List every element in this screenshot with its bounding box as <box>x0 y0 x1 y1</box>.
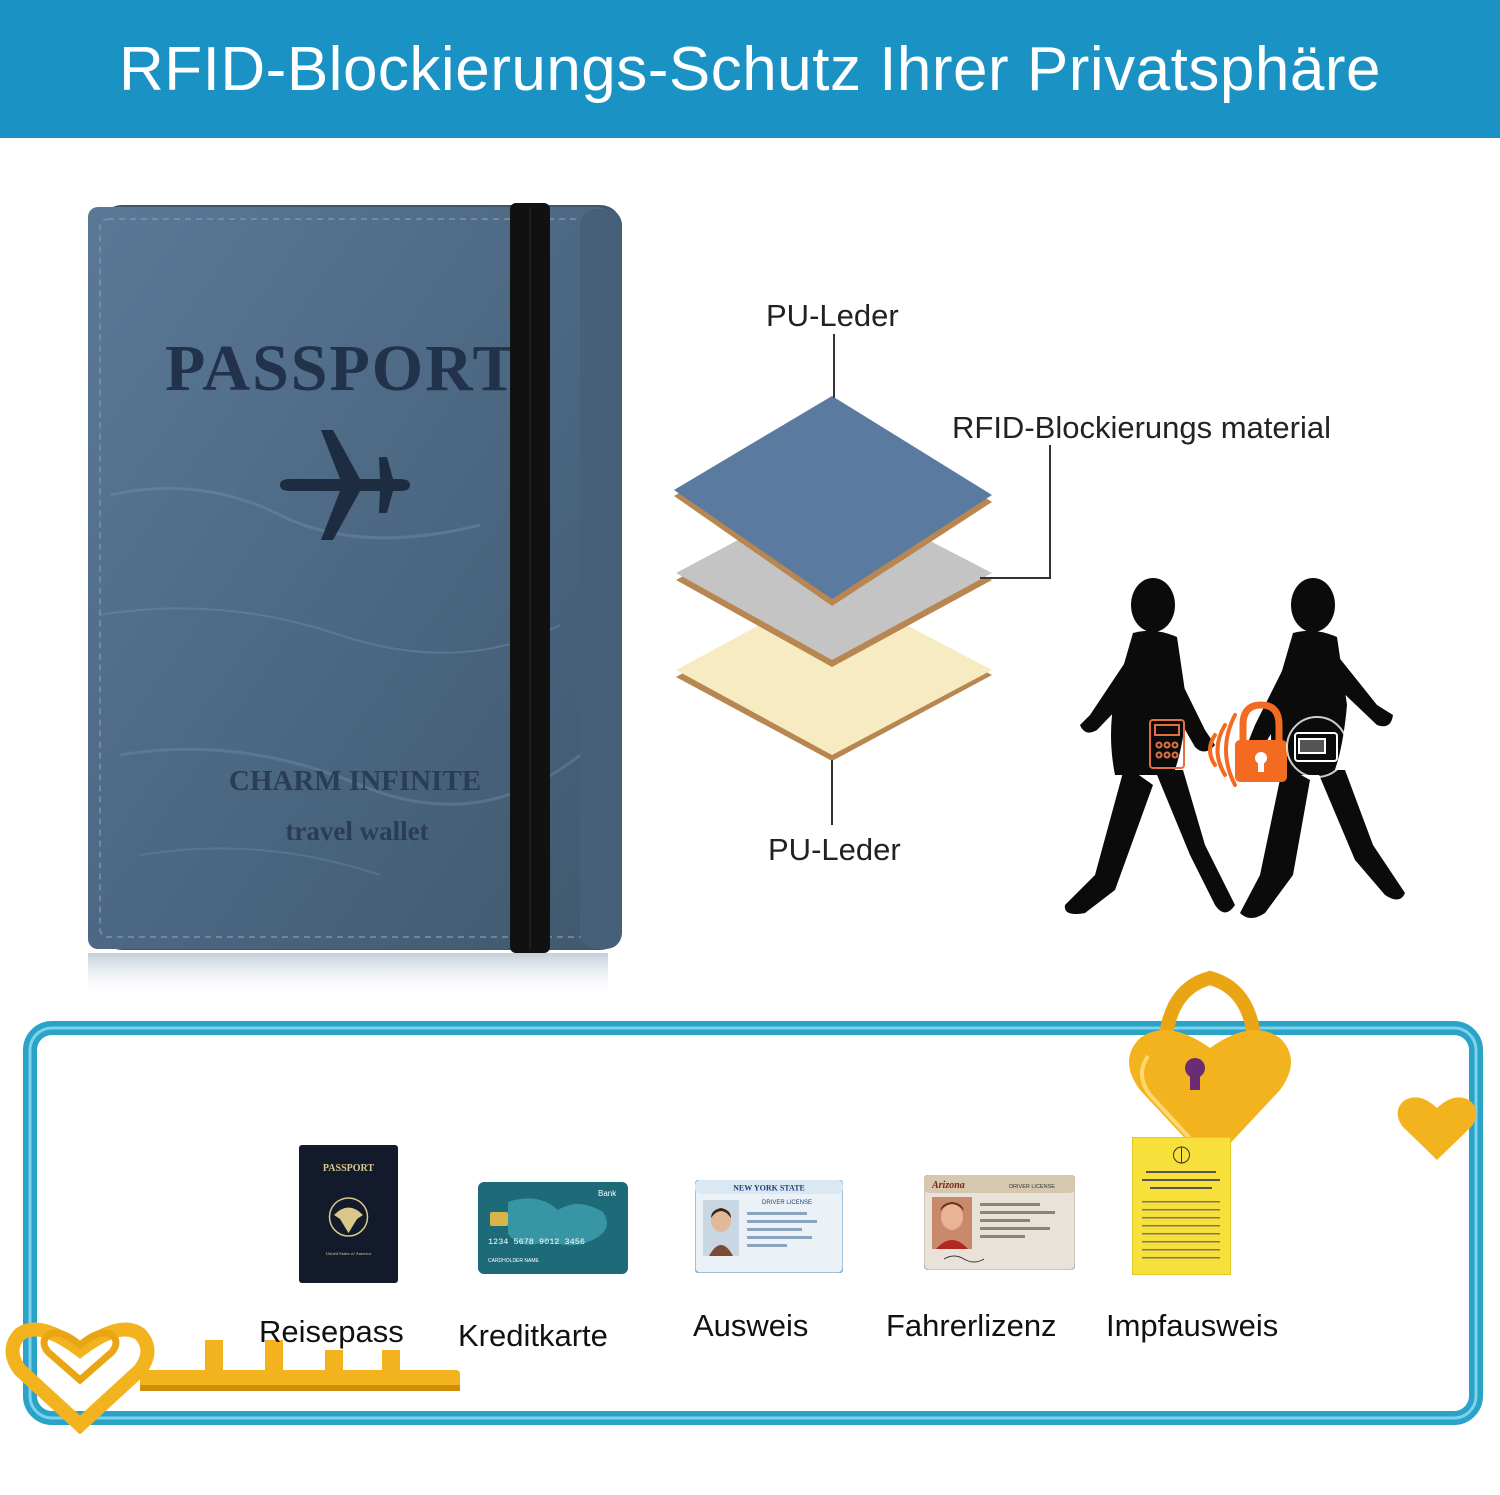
passport-card-title: PASSPORT <box>323 1163 374 1174</box>
label-top-pu-leather: PU-Leder <box>766 298 899 333</box>
label-kreditkarte: Kreditkarte <box>458 1318 608 1353</box>
id-card-type: DRIVER LICENSE <box>762 1200 812 1206</box>
id-photo-icon <box>703 1200 739 1256</box>
passport-card-subtitle: United States of America <box>326 1251 371 1256</box>
rfid-layer-diagram <box>674 334 1051 825</box>
credit-card-holder: CARDHOLDER NAME <box>488 1258 540 1264</box>
passport-wallet-image: PASSPORT CHARM INFINITE travel wallet <box>88 203 622 998</box>
heart-padlock-icon <box>1129 970 1291 1165</box>
wallet-subtitle: travel wallet <box>285 816 428 846</box>
label-impfausweis: Impfausweis <box>1106 1308 1279 1343</box>
documents-frame <box>5 970 1483 1435</box>
vaccination-card-thumbnail <box>1132 1137 1231 1275</box>
wallet-outline-icon <box>1286 716 1348 778</box>
wallet-embossed-title: PASSPORT <box>165 332 519 405</box>
credit-card-thumbnail: Bank 1234 5678 9012 3456 CARDHOLDER NAME <box>478 1182 628 1274</box>
label-fahrerlizenz: Fahrerlizenz <box>886 1308 1057 1343</box>
layer-top-pu-leather <box>674 396 992 606</box>
chip-icon <box>490 1212 508 1226</box>
label-rfid-material: RFID-Blockierungs material <box>952 410 1331 445</box>
card-reader-icon <box>1149 719 1185 769</box>
label-ausweis: Ausweis <box>693 1308 809 1343</box>
credit-card-number: 1234 5678 9012 3456 <box>488 1237 585 1247</box>
header-banner: RFID-Blockierungs-Schutz Ihrer Privatsph… <box>0 0 1500 138</box>
credit-card-bank: Bank <box>598 1189 617 1198</box>
us-passport-thumbnail: PASSPORT United States of America <box>299 1145 398 1283</box>
lock-icon <box>1235 701 1287 782</box>
who-emblem-icon <box>1173 1146 1190 1164</box>
wallet-brand: CHARM INFINITE <box>229 765 481 797</box>
small-heart-icon <box>1397 1097 1477 1160</box>
label-bottom-pu-leather: PU-Leder <box>768 832 901 867</box>
driver-license-thumbnail: Arizona DRIVER LICENSE <box>924 1175 1075 1270</box>
signal-waves-icon <box>1208 713 1237 787</box>
label-reisepass: Reisepass <box>259 1314 404 1349</box>
id-card-thumbnail: NEW YORK STATE DRIVER LICENSE <box>695 1180 843 1273</box>
heart-key-icon <box>5 1322 460 1435</box>
license-state: Arizona <box>931 1180 965 1191</box>
airplane-icon <box>280 430 410 540</box>
id-card-state: NEW YORK STATE <box>733 1184 805 1193</box>
rfid-scene-illustration <box>1064 578 1405 918</box>
eagle-seal-icon <box>328 1197 369 1237</box>
layer-bottom-pu-leather <box>676 586 992 761</box>
license-photo-icon <box>932 1197 972 1249</box>
page-title: RFID-Blockierungs-Schutz Ihrer Privatsph… <box>119 34 1381 104</box>
walking-person-left-icon <box>1064 578 1235 914</box>
license-type: DRIVER LICENSE <box>1009 1184 1055 1190</box>
